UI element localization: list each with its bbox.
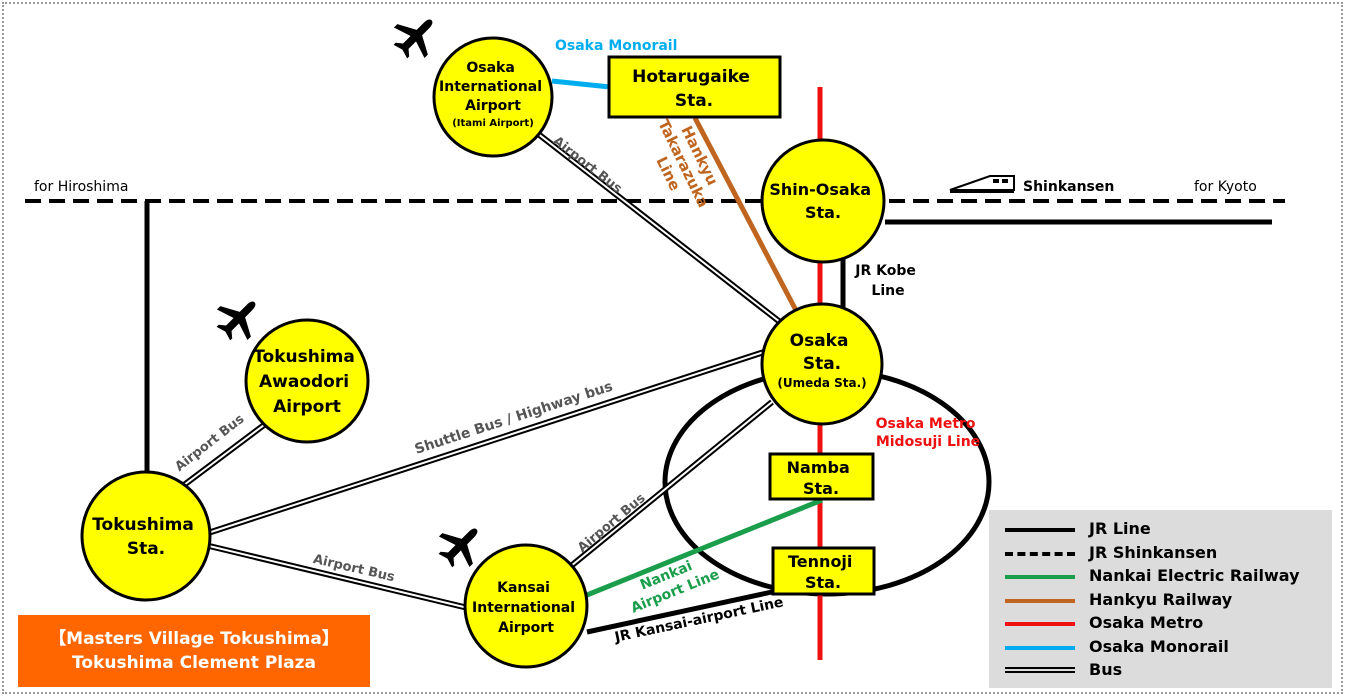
legend-swatch <box>1005 622 1075 626</box>
legend-swatch <box>1005 667 1075 673</box>
legend-swatch <box>1005 528 1075 532</box>
svg-text:Hotarugaike Sta.: Hotarugaike Sta. <box>632 67 756 111</box>
legend-label: JR Shinkansen <box>1089 542 1218 562</box>
label-jr-kobe: JR Kobe Line <box>854 263 920 299</box>
hankyu-line <box>692 116 803 320</box>
svg-text:Osaka International: Osaka International Airport <box>439 60 547 114</box>
nankai-line <box>581 497 823 600</box>
station-shin-osaka[interactable]: Shin-Osaka Sta. <box>760 138 886 264</box>
legend-swatch <box>1005 598 1075 603</box>
label-shinkansen: Shinkansen <box>1023 179 1114 195</box>
legend-label: Osaka Monorail <box>1089 636 1229 656</box>
legend-item: Nankai Electric Railway <box>997 565 1327 587</box>
legend-label: Nankai Electric Railway <box>1089 566 1300 585</box>
station-itami-airport[interactable]: Osaka International Airport (Itami Airpo… <box>432 36 554 158</box>
legend-item: JR Shinkansen <box>997 542 1327 564</box>
label-bus-kansai-osaka: Airport Bus <box>575 491 649 556</box>
station-tennoji[interactable]: Tennoji Sta. <box>771 546 876 596</box>
station-osaka[interactable]: Osaka Sta. (Umeda Sta.) <box>760 302 884 426</box>
legend-item: JR Line <box>997 518 1327 540</box>
station-namba[interactable]: Namba Sta. <box>768 452 875 501</box>
monorail-line <box>551 78 611 90</box>
legend-swatch <box>1005 575 1075 579</box>
label-bus-shuttle: Shuttle Bus / Highway bus <box>413 379 615 458</box>
legend-swatch <box>1005 645 1075 650</box>
label-bus-itami: Airport Bus <box>550 134 625 197</box>
legend-swatch <box>1005 551 1075 556</box>
svg-text:Osaka Sta.: Osaka Sta. <box>790 331 855 374</box>
station-kansai-airport[interactable]: Kansai International Airport <box>463 543 589 669</box>
legend-label: Bus <box>1089 660 1123 679</box>
label-for-kyoto: for Kyoto <box>1194 179 1257 195</box>
label-osaka-monorail: Osaka Monorail <box>555 38 677 54</box>
svg-text:Kansai International: Kansai International Airport <box>472 580 580 636</box>
svg-text:Namba Sta.: Namba Sta. <box>787 458 856 498</box>
legend-label: JR Line <box>1089 519 1151 538</box>
hotel-banner: 【Masters Village Tokushima】 Tokushima Cl… <box>18 615 370 687</box>
station-tokushima-airport[interactable]: Tokushima Awaodori Airport <box>244 318 370 444</box>
bus-routes <box>178 123 782 611</box>
station-tokushima[interactable]: Tokushima Sta. <box>80 470 212 602</box>
legend-item: Bus <box>997 659 1327 681</box>
legend-item: Osaka Monorail <box>997 636 1327 658</box>
svg-text:Tokushima Awaodori: Tokushima Awaodori Airport <box>253 347 361 417</box>
station-hotarugaike[interactable]: Hotarugaike Sta. <box>607 55 782 119</box>
svg-text:(Umeda Sta.): (Umeda Sta.) <box>777 376 866 390</box>
legend-item: Osaka Metro <box>997 612 1327 634</box>
svg-text:Shin-Osaka Sta.: Shin-Osaka Sta. <box>769 180 876 222</box>
legend-label: Hankyu Railway <box>1089 589 1233 609</box>
label-for-hiroshima: for Hiroshima <box>34 179 128 195</box>
label-metro-midosuji: Osaka Metro Midosuji Line <box>876 416 981 450</box>
banner-line-1: 【Masters Village Tokushima】 <box>49 629 339 649</box>
svg-text:Tokushima Sta.: Tokushima Sta. <box>92 515 200 559</box>
svg-text:(Itami Airport): (Itami Airport) <box>452 118 534 129</box>
airplane-icon <box>385 5 447 67</box>
shinkansen-train-icon <box>949 175 1015 193</box>
label-hankyu: Hankyu Takarazuka Line <box>638 109 731 223</box>
legend-item: Hankyu Railway <box>997 589 1327 611</box>
svg-text:Tennoji Sta.: Tennoji Sta. <box>788 552 858 592</box>
banner-line-2: Tokushima Clement Plaza <box>72 653 316 673</box>
legend-label: Osaka Metro <box>1089 613 1204 632</box>
